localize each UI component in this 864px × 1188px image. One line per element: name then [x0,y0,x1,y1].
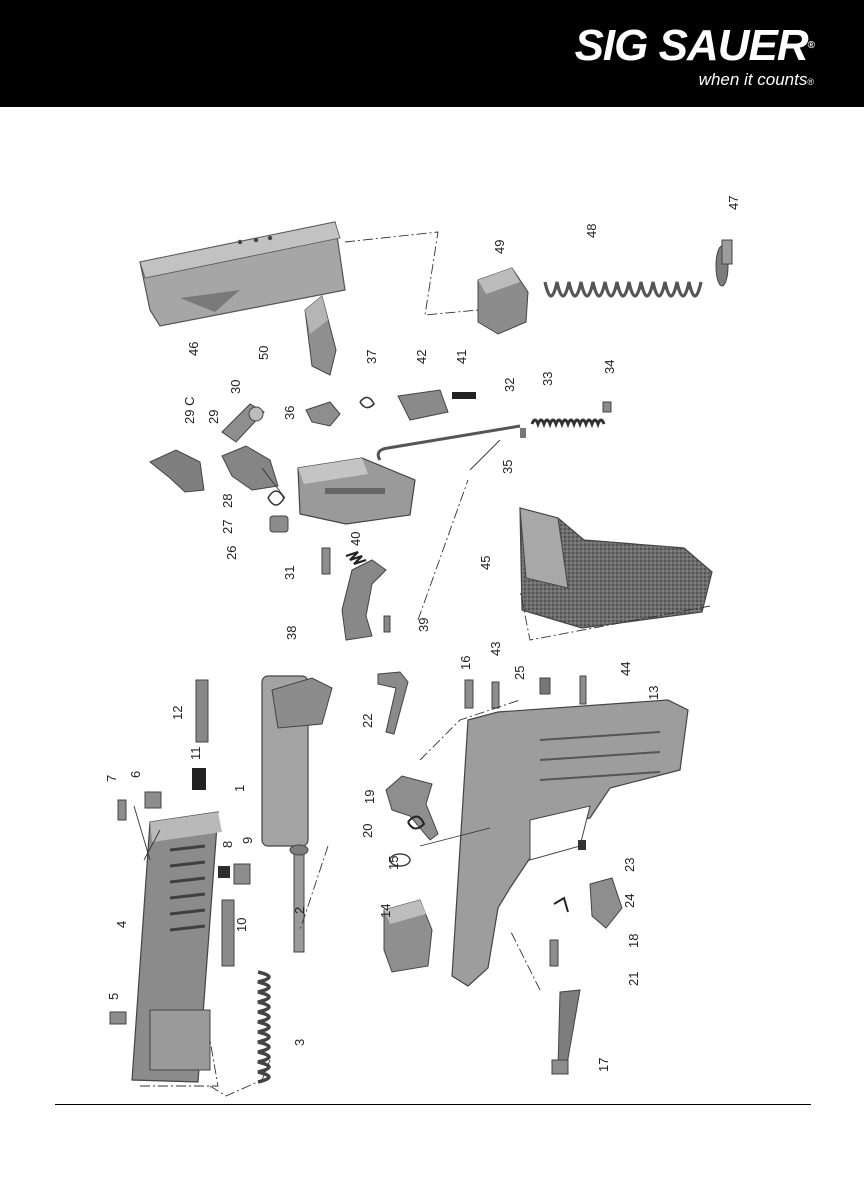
part-6-sight [145,792,161,808]
part-22-slide-stop [378,672,408,734]
part-27-bushing [270,516,288,532]
part-label: 10 [234,918,249,932]
part-label: 19 [362,790,377,804]
part-7-pin [118,800,126,820]
part-label: 48 [584,224,599,238]
part-label: 13 [646,686,661,700]
part-label: 11 [188,747,203,761]
part-label: 49 [492,240,507,254]
part-label: 3 [292,1039,307,1046]
part-13-frame [452,700,688,986]
part-label: 15 [386,856,401,870]
part-16-pin [465,680,473,708]
part-43-pin [492,682,499,708]
part-17-takedown-lever [552,990,580,1074]
part-label: 34 [602,360,617,374]
part-label: 1 [232,785,247,792]
part-37-spring [360,397,374,407]
part-31-pin [322,548,330,574]
part-26-fire-control-unit [298,458,415,524]
part-label: 22 [360,714,375,728]
part-label: 2 [292,907,307,914]
part-38-trigger-bar [342,560,386,640]
part-42-safety-block [398,390,448,420]
part-40-spring [346,552,366,564]
part-18-spring [554,898,568,912]
part-25-pin [540,678,550,694]
part-label: 35 [500,460,515,474]
part-label: 39 [416,618,431,632]
part-50-follower [305,296,336,375]
part-34-pin [603,402,611,412]
part-label: 24 [622,894,637,908]
part-4-slide [132,812,222,1082]
part-23-pin [578,840,586,850]
part-49-guide-block [478,268,528,334]
part-label: 28 [220,494,235,508]
footer-divider [55,1104,811,1105]
part-11-spring [192,768,206,790]
part-label: 50 [256,346,271,360]
part-39-pin [384,616,390,632]
part-label: 38 [284,626,299,640]
part-label: 25 [512,666,527,680]
part-label: 12 [170,706,185,720]
part-label: 14 [378,904,393,918]
part-12-firing-pin [196,680,208,742]
part-label: 16 [458,656,473,670]
part-label: 23 [622,858,637,872]
part-8-spring [218,866,230,878]
part-48-spring [545,282,701,296]
part-9-block [234,864,250,884]
part-label: 8 [220,841,235,848]
part-21-pin [550,940,558,966]
part-label: 6 [128,771,143,778]
part-1-barrel [262,676,332,846]
part-24-magazine-catch [590,878,622,928]
part-35-pin [520,428,526,438]
part-label: 21 [626,972,641,986]
part-label: 32 [502,378,517,392]
part-label: 9 [240,837,255,844]
part-47-baseplate-pin [716,240,732,286]
part-label: 33 [540,372,555,386]
part-5-sight [110,1012,126,1024]
part-label: 27 [220,520,235,534]
part-45-grip-module [520,508,712,628]
part-32-takedown-rod [378,426,520,460]
part-label: 45 [478,556,493,570]
part-label: 5 [106,993,121,1000]
part-41-spring [452,392,476,399]
part-label: 26 [224,546,239,560]
part-label: 18 [626,934,641,948]
part-29c-hammer [150,450,204,492]
part-label: 29 C [182,397,197,424]
part-19-trigger [386,776,438,840]
part-label: 42 [414,350,429,364]
part-36-lever [306,402,340,426]
part-label: 43 [488,642,503,656]
part-label: 4 [114,921,129,928]
part-44-pin [580,676,586,704]
part-label: 7 [104,775,119,782]
part-label: 40 [348,532,363,546]
part-label: 36 [282,406,297,420]
part-label: 31 [282,566,297,580]
part-29-hammer-assembly [222,446,278,490]
part-10-extractor [222,900,234,966]
part-label: 44 [618,662,633,676]
part-label: 47 [726,196,741,210]
part-label: 30 [228,380,243,394]
part-33-spring [532,420,604,424]
part-label: 20 [360,824,375,838]
part-label: 37 [364,350,379,364]
part-label: 17 [596,1058,611,1072]
part-label: 29 [206,410,221,424]
part-label: 41 [454,350,469,364]
part-2-guide-rod [290,845,308,952]
part-30-sear [222,404,264,442]
part-label: 46 [186,342,201,356]
